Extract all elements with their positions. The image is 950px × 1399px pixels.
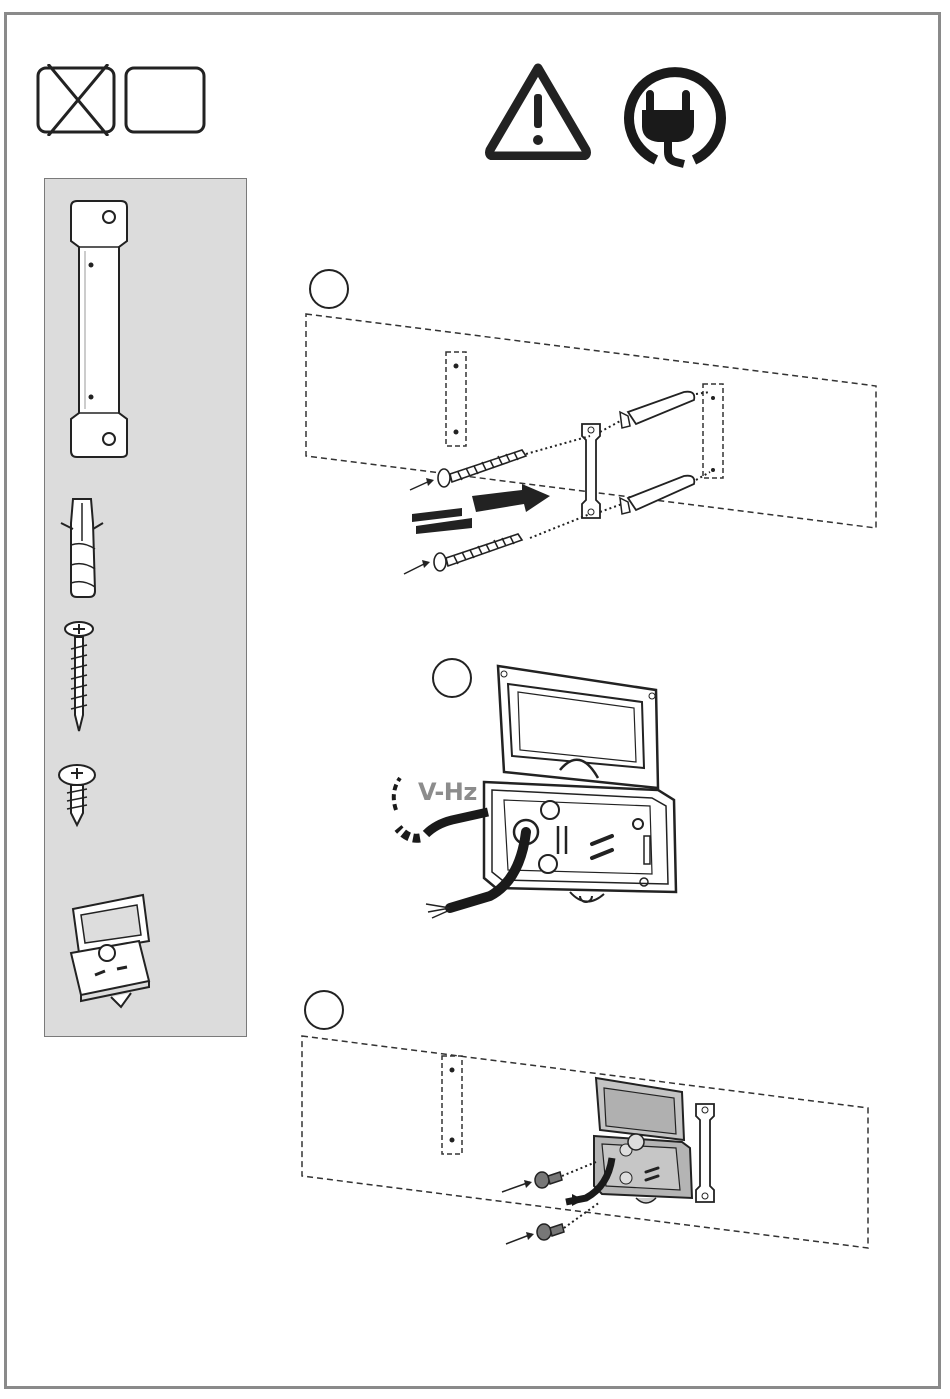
power-plug-icon xyxy=(616,64,736,168)
box-icons xyxy=(34,64,210,136)
voltage-label: V-Hz xyxy=(418,778,477,806)
step-3-illustration xyxy=(296,1030,876,1254)
parts-panel xyxy=(44,178,247,1037)
empty-box-icon xyxy=(126,68,204,132)
junction-box-icon xyxy=(65,891,155,1013)
warning-triangle-icon xyxy=(484,60,592,160)
step-3-circle xyxy=(304,990,344,1030)
short-screw-icon xyxy=(55,763,99,829)
crossed-out-box-icon xyxy=(38,64,114,136)
step-1-illustration xyxy=(300,300,885,590)
long-screw-icon xyxy=(61,619,97,735)
wall-plug-icon xyxy=(57,495,105,601)
mounting-bracket-icon xyxy=(63,195,135,461)
